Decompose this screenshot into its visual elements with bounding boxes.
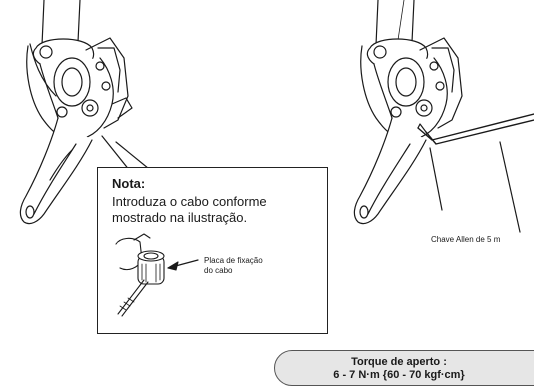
cable-plate-label-line-1: Placa de fixação <box>204 256 263 265</box>
torque-badge: Torque de aperto : 6 - 7 N·m {60 - 70 kg… <box>274 350 534 386</box>
note-line-2: mostrado na ilustração. <box>112 210 248 225</box>
torque-label: Torque de aperto : <box>351 356 447 368</box>
note-title: Nota: <box>112 176 146 191</box>
note-box: Nota: Introduza o cabo conforme mostrado… <box>97 167 328 334</box>
cable-plate-label: Placa de fixação do cabo <box>204 256 294 276</box>
note-line-1: Introduza o cabo conforme <box>112 194 267 209</box>
allen-key-label: Chave Allen de 5 m <box>431 235 501 244</box>
cable-plate-illustration <box>115 233 199 317</box>
torque-value: 6 - 7 N·m {60 - 70 kgf·cm} <box>333 369 465 381</box>
right-derailleur-illustration <box>353 0 534 233</box>
cable-plate-label-line-2: do cabo <box>204 266 233 275</box>
note-text: Introduza o cabo conforme mostrado na il… <box>112 194 322 226</box>
left-derailleur-illustration <box>19 0 171 225</box>
